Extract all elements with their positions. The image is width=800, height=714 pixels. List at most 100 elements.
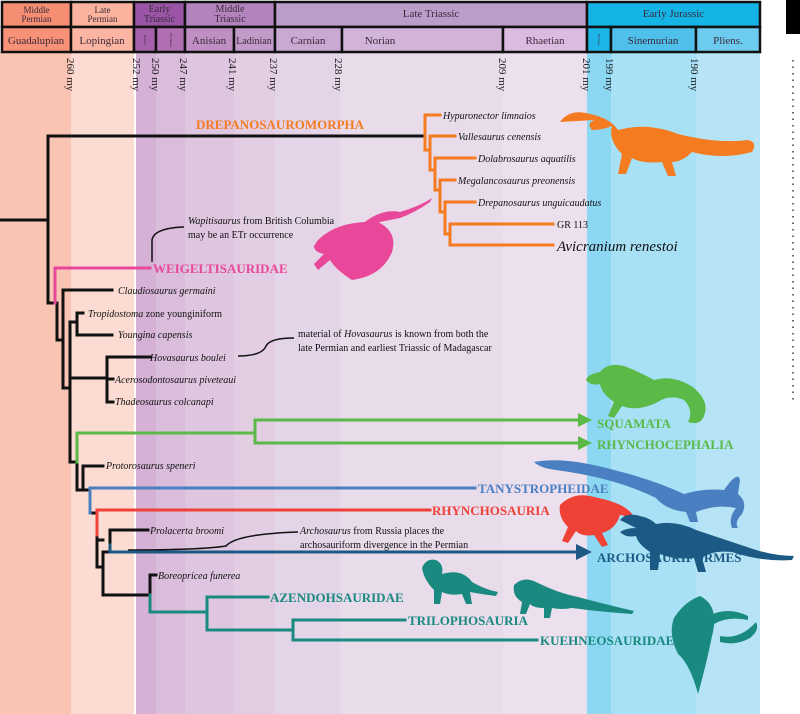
note-hovasaurus-line1: material of Hovasaurus is known from bot…: [298, 329, 489, 340]
wapitisaurus-connector: [151, 226, 185, 262]
tree-black: [0, 134, 427, 597]
note-text: from Russia places the: [351, 526, 445, 537]
stage-label: Carnian: [291, 35, 326, 47]
date-ticks: 260 my 252 my 250 my 247 my 241 my 237 m…: [64, 58, 700, 92]
stage-label: Lopingian: [79, 35, 125, 47]
date-tick: 247 my: [177, 58, 189, 92]
band-permo-triassic-boundary: [134, 52, 136, 714]
band-norian: [340, 52, 503, 714]
arrow-rhynchocephalia: [578, 436, 592, 450]
weigeltisaur-silhouette: [314, 198, 432, 280]
taxon-label: Tropidostoma zone younginiform: [88, 309, 222, 320]
epoch-label: Middle Permian: [21, 4, 52, 24]
stage-label: Norian: [365, 35, 396, 47]
epoch-label: Late Triassic: [402, 8, 460, 20]
tanystropheid-silhouette: [534, 460, 745, 528]
branch-archosauriformes: [108, 543, 592, 560]
kuehneosaur-silhouette: [671, 596, 758, 694]
squamate-silhouette: [586, 364, 706, 424]
stage-label: Induan: [143, 35, 147, 45]
stage-label: Guadalupian: [8, 35, 65, 47]
date-tick: 250 my: [149, 58, 161, 92]
stage-olenekian: [154, 25, 187, 54]
note-text: is known from both the: [392, 329, 488, 340]
taxon-label: Avicranium renestoi: [556, 239, 678, 255]
clade-label-weigeltisauridae: WEIGELTISAURIDAE: [153, 261, 288, 276]
taxon-label: Megalancosaurus preonensis: [457, 176, 575, 187]
stage-ladinian: [232, 25, 277, 54]
note-hovasaurus-line2: late Permian and earliest Triassic of Ma…: [298, 343, 492, 354]
clade-label-tanystropheidae: TANYSTROPHEIDAE: [478, 481, 609, 496]
branch-lepidosauria: [75, 413, 592, 464]
taxon-label: Drepanosaurus unguicaudatus: [477, 198, 601, 209]
epoch-label: Early Jurassic: [642, 8, 705, 20]
clade-label-azendohsauridae: AZENDOHSAURIDAE: [270, 590, 404, 605]
epoch-label-late-triassic: Late Triassic: [277, 3, 585, 26]
arrow-archosauriformes: [576, 544, 592, 560]
epoch-early-jurassic: [585, 0, 762, 29]
taxon-italic: Tropidostoma: [88, 309, 143, 320]
date-tick: 237 my: [267, 58, 279, 92]
note-wapitisaurus-line1: Wapitisaurus from British Columbia: [188, 216, 335, 227]
band-lopingian: [71, 52, 134, 714]
note-connectors: [127, 226, 299, 551]
date-tick: 201 my: [580, 58, 592, 92]
taxon-label: Youngina capensis: [118, 330, 192, 341]
stage-label: Sinemurian: [628, 35, 679, 47]
clade-label-drepanosauromorpha: DREPANOSAUROMORPHA: [196, 117, 365, 132]
branch-drepanosauromorpha: [423, 113, 555, 247]
note-wapitisaurus-line2: may be an ETr occurrence: [188, 230, 294, 241]
stage-guadalupian: [0, 25, 73, 54]
trilophosaur-silhouette: [513, 579, 634, 618]
taxon-label: Hovasaurus boulei: [149, 353, 226, 364]
date-tick: 199 my: [603, 58, 615, 92]
timescale-labels: Guadalupian Lopingian Induan Olenekian A…: [8, 33, 743, 48]
hovasaurus-connector: [237, 337, 295, 357]
epoch-early-triassic: [132, 0, 187, 29]
band-induan: [136, 52, 156, 714]
band-ladinian: [234, 52, 275, 714]
date-tick: 252 my: [130, 58, 142, 92]
taxon-label: Dolabrosaurus aquatilis: [477, 154, 576, 165]
band-anisian: [185, 52, 234, 714]
date-tick: 209 my: [496, 58, 508, 92]
band-olenekian: [156, 52, 185, 714]
date-tick: 190 my: [688, 58, 700, 92]
clade-label-rhynchocephalia: RHYNCHOCEPHALIA: [597, 437, 734, 452]
stage-carnian: [273, 25, 344, 54]
archosauriform-silhouette: [620, 514, 794, 572]
drepanosaur-silhouette: [560, 112, 755, 176]
branch-weigeltisauridae: [53, 266, 152, 305]
epoch-label: Early Triassic: [143, 3, 176, 25]
note-text: from British Columbia: [240, 216, 334, 227]
stage-label: Pliens.: [713, 35, 743, 47]
taxon-label: Thadeosaurus colcanapi: [115, 397, 214, 408]
epoch-label: Middle Triassic: [214, 3, 246, 25]
clade-label-trilophosauria: TRILOPHOSAURIA: [408, 613, 529, 628]
taxon-label: Prolacerta broomi: [149, 526, 224, 537]
stage-label: Ladinian: [236, 36, 272, 47]
epoch-label-early-jurassic: Early Jurassic: [589, 3, 758, 26]
archosaurus-connector: [127, 531, 299, 551]
stage-label: Anisian: [192, 35, 227, 47]
date-tick: 241 my: [226, 58, 238, 92]
band-carnian: [275, 52, 340, 714]
taxon-label: Claudiosaurus germaini: [118, 286, 216, 297]
epoch-late-triassic: [273, 0, 589, 29]
note-italic: Archosaurus: [299, 526, 351, 537]
note-text: material of: [298, 329, 344, 340]
taxon-label: Hypuronector limnaios: [442, 111, 536, 122]
note-italic: Hovasaurus: [343, 329, 392, 340]
timescale-header: [0, 0, 762, 54]
branch-allokotosauria: [148, 593, 539, 642]
taxon-label: GR 113: [557, 220, 588, 231]
rhynchosaur-silhouette: [559, 495, 638, 547]
note-italic: Wapitisaurus: [188, 216, 241, 227]
stage-pliensbachian: [694, 25, 762, 54]
stage-anisian: [183, 25, 236, 54]
epoch-label-early-triassic: Early Triassic: [136, 3, 183, 26]
epoch-label-late-permian: Late Permian: [73, 3, 132, 26]
taxon-label: Vallesaurus cenensis: [458, 132, 541, 143]
arrow-squamata: [578, 413, 592, 427]
